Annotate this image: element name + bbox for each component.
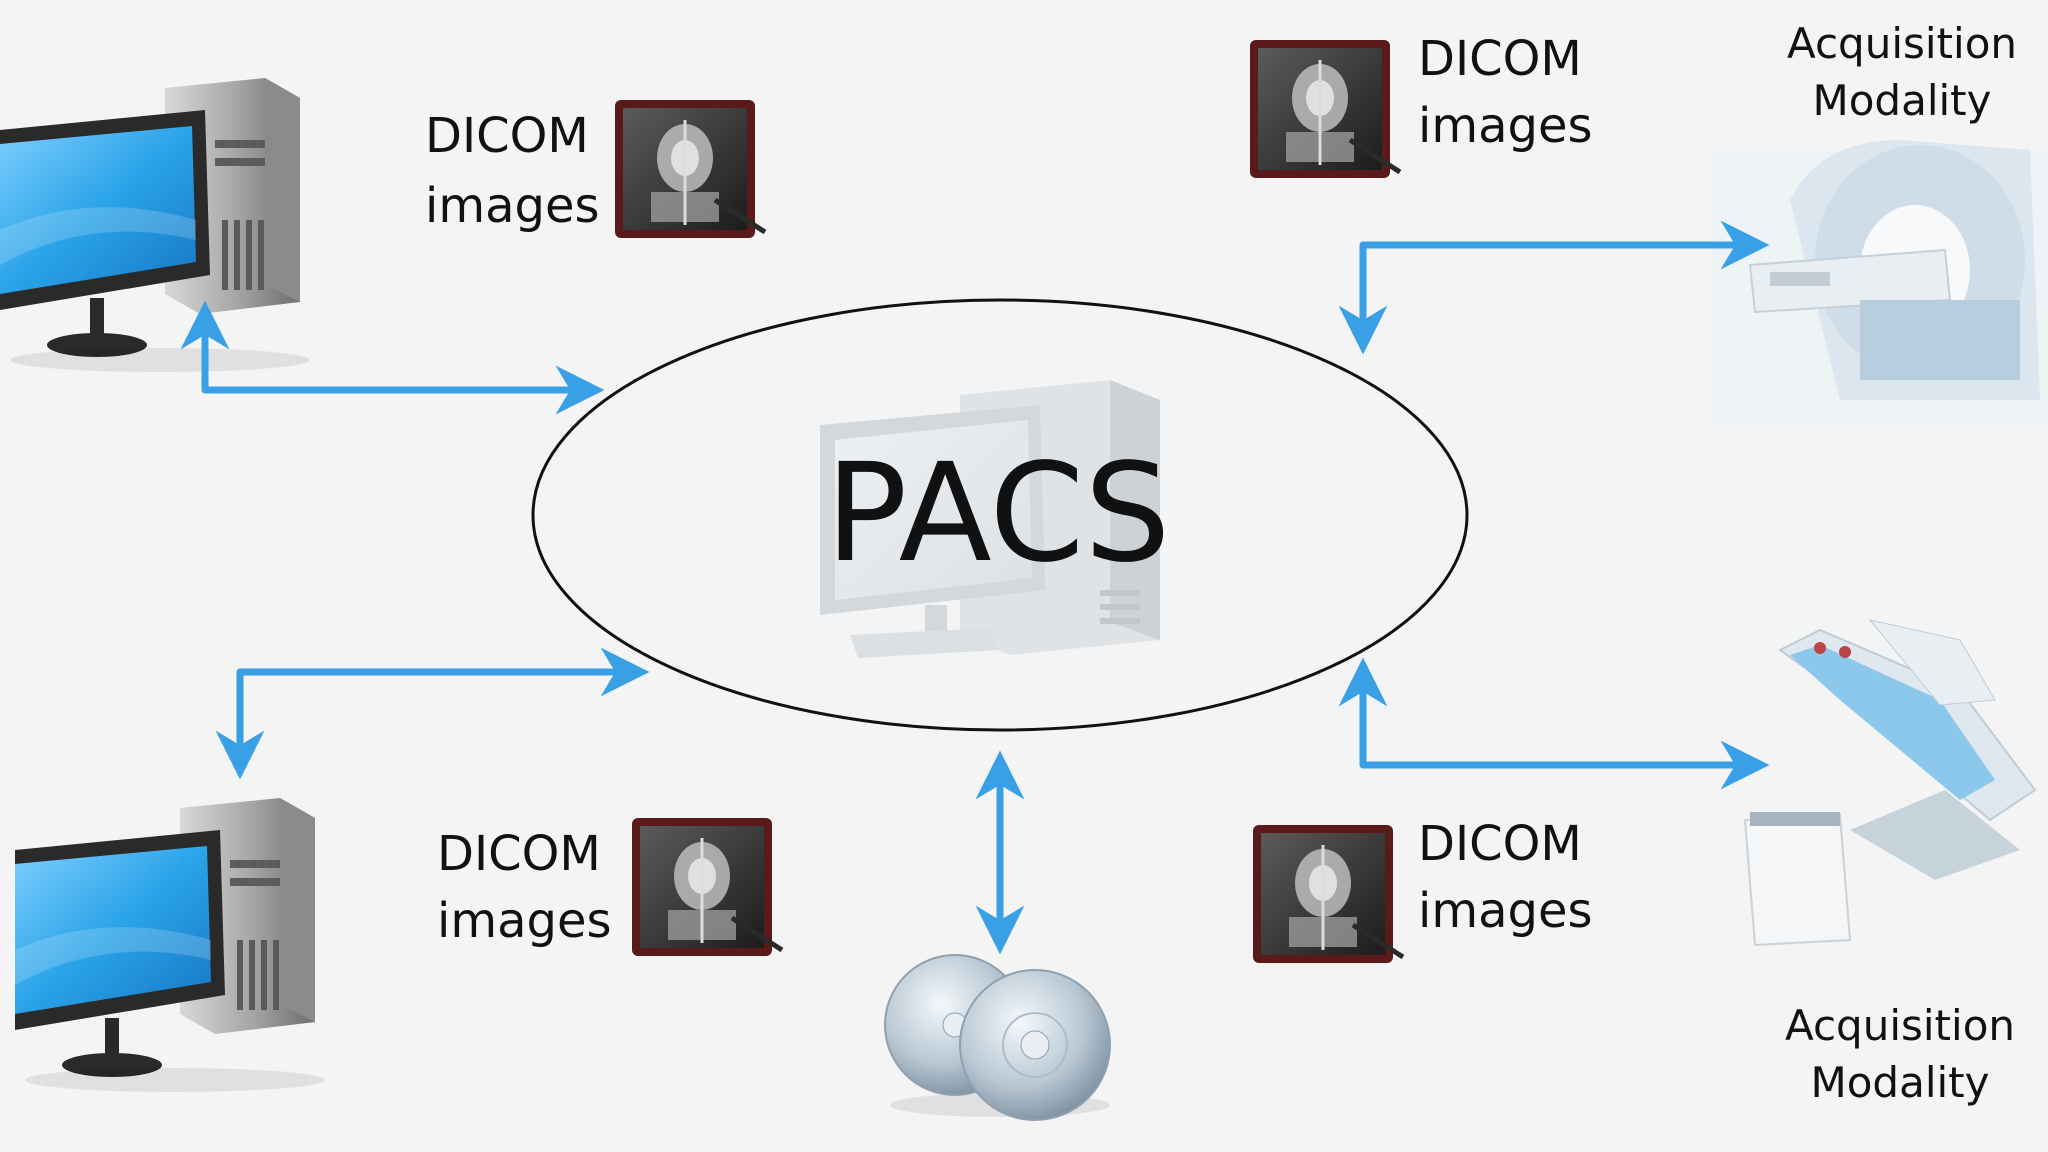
modality-label-line1: Acquisition (1787, 19, 2017, 68)
workstation-bottom-left (15, 798, 325, 1092)
dicom-label-line1: DICOM (437, 826, 601, 882)
arrow-modality-bottom (1338, 657, 1770, 790)
dicom-label-line2: images (425, 178, 600, 234)
pacs-label: PACS (825, 435, 1170, 593)
modality-label-line1: Acquisition (1785, 1001, 2015, 1050)
xray-table-icon (1743, 619, 2037, 947)
dicom-label-bottom-right: DICOM images (1418, 816, 1593, 939)
workstation-top-left (0, 78, 310, 372)
desktop-computer-icon (15, 798, 325, 1092)
optical-disc-icon (884, 954, 1111, 1121)
dicom-label-top-right: DICOM images (1418, 31, 1593, 154)
dicom-label-top-left: DICOM images (425, 108, 600, 234)
modality-label-bottom: Acquisition Modality (1785, 1001, 2015, 1107)
dicom-label-line2: images (437, 893, 612, 949)
pacs-node: PACS (531, 298, 1469, 732)
dicom-image-icon (1253, 825, 1403, 963)
arrow-modality-top (1338, 220, 1770, 355)
modality-label-top: Acquisition Modality (1787, 19, 2017, 125)
desktop-computer-icon (0, 78, 310, 372)
dicom-label-line2: images (1418, 883, 1593, 939)
dicom-label-line1: DICOM (1418, 816, 1582, 872)
dicom-image-icon (1250, 40, 1400, 178)
dicom-label-line1: DICOM (425, 108, 589, 164)
dicom-label-line2: images (1418, 98, 1593, 154)
server-icon (820, 380, 1160, 658)
dicom-label-line1: DICOM (1418, 31, 1582, 87)
connection-arrows (180, 220, 1770, 955)
dicom-label-bottom-left: DICOM images (437, 826, 612, 949)
arrow-workstation-bottom (215, 647, 650, 780)
arrow-workstation-top (180, 300, 605, 415)
pacs-ellipse (531, 298, 1469, 732)
modality-label-line2: Modality (1811, 1058, 1990, 1107)
mri-scanner-icon (1712, 140, 2048, 426)
dicom-image-icon (632, 818, 782, 956)
dicom-image-icon (615, 100, 765, 238)
modality-label-line2: Modality (1813, 76, 1992, 125)
